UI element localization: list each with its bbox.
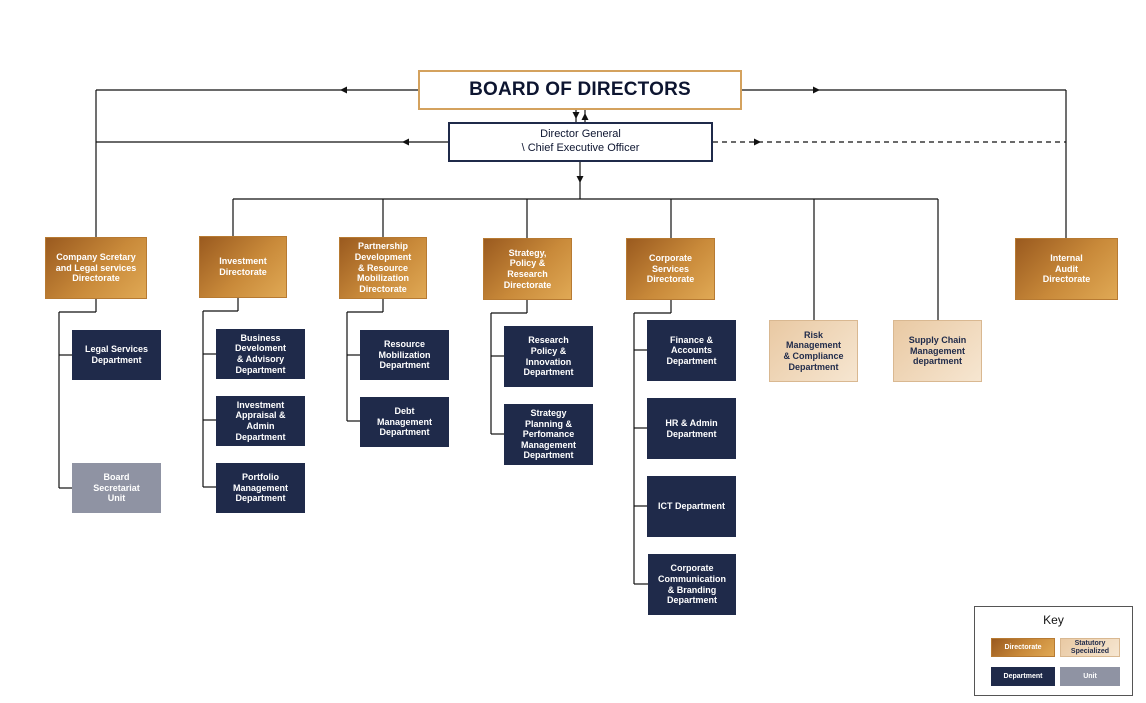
department-research-policy: Research Policy & Innovation Department	[504, 326, 593, 387]
legend-department: Department	[991, 667, 1055, 686]
directorate-investment: Investment Directorate	[199, 236, 287, 298]
arrow-down-ceo	[576, 176, 584, 183]
arrow-left-ceo	[402, 138, 409, 146]
department-investment-appraisal: Investment Appraisal & Admin Department	[216, 396, 305, 446]
department-strategy-planning: Strategy Planning & Perfomance Managemen…	[504, 404, 593, 465]
arrow-right-board	[813, 86, 820, 94]
department-portfolio-management: Portfolio Management Department	[216, 463, 305, 513]
unit-board-secretariat: Board Secretariat Unit	[72, 463, 161, 513]
department-hr-admin: HR & Admin Department	[647, 398, 736, 459]
directorate-partnership: Partnership Development & Resource Mobil…	[339, 237, 427, 299]
legend-directorate: Directorate	[991, 638, 1055, 657]
department-business-development: Business Develoment & Advisory Departmen…	[216, 329, 305, 379]
board-of-directors-box: BOARD OF DIRECTORS	[418, 70, 742, 110]
directorate-company-secretary: Company Scretary and Legal services Dire…	[45, 237, 147, 299]
arrow-up-board-ceo	[581, 113, 589, 120]
arrow-down-board-ceo	[572, 112, 580, 119]
directorate-strategy: Strategy, Policy & Research Directorate	[483, 238, 572, 300]
legend-statutory: Statutory Specialized	[1060, 638, 1120, 657]
directorate-corporate-services: Corporate Services Directorate	[626, 238, 715, 300]
ceo-title-line2: \ Chief Executive Officer	[521, 142, 640, 154]
department-finance-accounts: Finance & Accounts Department	[647, 320, 736, 381]
director-general-box: Director General \ Chief Executive Offic…	[448, 122, 713, 162]
legend-unit: Unit	[1060, 667, 1120, 686]
ceo-title-line1: Director General	[540, 128, 621, 141]
statutory-risk-management: Risk Management & Compliance Department	[769, 320, 858, 382]
department-legal-services: Legal Services Department	[72, 330, 161, 380]
department-debt-management: Debt Management Department	[360, 397, 449, 447]
department-corporate-communication: Corporate Communication & Branding Depar…	[648, 554, 736, 615]
legend-key: Key Directorate Statutory Specialized De…	[974, 606, 1133, 696]
legend-title: Key	[1043, 613, 1064, 627]
statutory-supply-chain: Supply Chain Management department	[893, 320, 982, 382]
department-resource-mobilization: Resource Mobilization Department	[360, 330, 449, 380]
arrow-left-board	[340, 86, 347, 94]
arrow-right-ceo	[754, 138, 761, 146]
department-ict: ICT Department	[647, 476, 736, 537]
directorate-internal-audit: Internal Audit Directorate	[1015, 238, 1118, 300]
